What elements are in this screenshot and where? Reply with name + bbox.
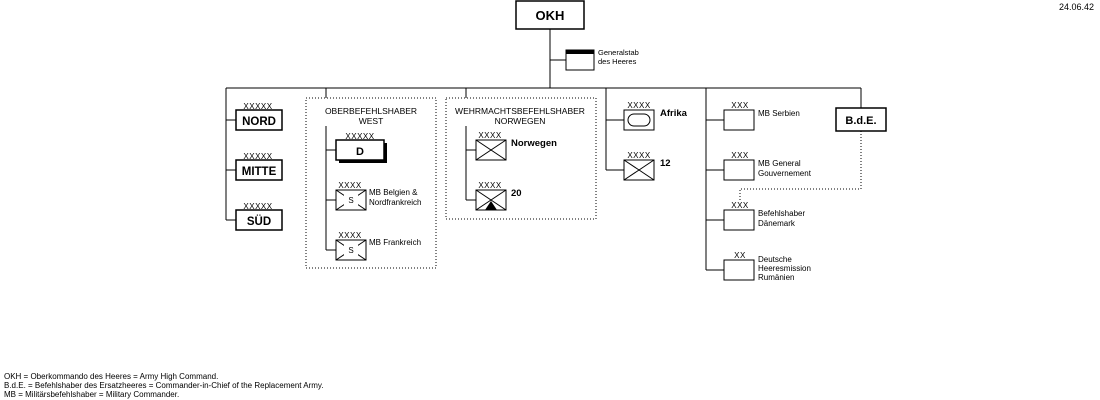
- unit-symbol: S: [348, 246, 353, 255]
- unit-label-line1: MB Serbien: [758, 109, 800, 118]
- army-group-mitte: XXXXX MITTE: [235, 152, 283, 181]
- norway-command-group: WEHRMACHTSBEFEHLSHABER NORWEGEN XXXX Nor…: [445, 97, 597, 220]
- unit-label-line1: Befehlshaber: [758, 209, 805, 218]
- footnote-okh: OKH = Oberkommando des Heeres = Army Hig…: [4, 372, 219, 381]
- norway-title-line1: WEHRMACHTSBEFEHLSHABER: [455, 106, 585, 116]
- mb-serbien-node: XXX MB Serbien: [723, 101, 800, 131]
- army-group-label: NORD: [242, 116, 276, 128]
- army-group-d-marks: XXXXX: [345, 132, 374, 141]
- generalstab-node: Generalstab des Heeres: [565, 48, 639, 71]
- mb-frankreich-node: XXXX S MB Frankreich: [335, 231, 421, 261]
- okh-label: OKH: [536, 8, 565, 23]
- unit-marks: XXXX: [627, 101, 651, 110]
- army-group-d-label: D: [356, 146, 364, 158]
- army-group-marks: XXXXX: [243, 102, 272, 111]
- unit-marks: XXX: [731, 151, 749, 160]
- unit-marks: XXXX: [338, 181, 362, 190]
- date-label: 24.06.42: [1059, 2, 1094, 12]
- mb-generalgouvernement-node: XXX MB General Gouvernement: [723, 151, 812, 181]
- unit-label: Afrika: [660, 108, 688, 119]
- panzer-icon: [627, 113, 651, 127]
- unit-label-line2: Gouvernement: [758, 169, 812, 178]
- unit-marks: XXXX: [338, 231, 362, 240]
- okh-node: OKH: [515, 0, 585, 30]
- unit-label-line2: Heeresmission: [758, 264, 811, 273]
- army-afrika-node: XXXX Afrika: [623, 101, 688, 131]
- footnote-mb: MB = Militärsbefehlshaber = Military Com…: [4, 390, 180, 399]
- unit-marks: XXXX: [478, 131, 502, 140]
- army-group-d: XXXXX D: [335, 132, 387, 163]
- west-title-line2: WEST: [359, 116, 384, 126]
- army-group-marks: XXXXX: [243, 202, 272, 211]
- unit-label: 12: [660, 158, 671, 169]
- unit-label-line1: MB Belgien &: [369, 188, 418, 197]
- generalstab-label-line2: des Heeres: [598, 57, 637, 66]
- army-group-nord: XXXXX NORD: [235, 102, 283, 131]
- west-command-group: OBERBEFEHLSHABER WEST XXXXX D XXXX S MB …: [305, 97, 437, 269]
- army-group-label: MITTE: [242, 166, 277, 178]
- west-title-line1: OBERBEFEHLSHABER: [325, 106, 417, 116]
- bde-node: B.d.E.: [835, 107, 887, 132]
- generalstab-label-line1: Generalstab: [598, 48, 639, 57]
- mb-belgien-node: XXXX S MB Belgien & Nordfrankreich: [335, 181, 421, 211]
- army-12-node: XXXX 12: [623, 151, 671, 181]
- connector-lines: [225, 29, 862, 271]
- unit-label-line2: Nordfrankreich: [369, 198, 421, 207]
- unit-marks: XX: [734, 251, 746, 260]
- unit-marks: XXX: [731, 101, 749, 110]
- footnote-bde: B.d.E. = Befehlshaber des Ersatzheeres =…: [4, 381, 324, 390]
- army-norwegen-node: XXXX Norwegen: [475, 131, 557, 161]
- army-20-node: XXXX 20: [475, 181, 522, 211]
- army-group-label: SÜD: [247, 215, 271, 228]
- unit-label-line3: Rumänien: [758, 273, 794, 282]
- bde-label: B.d.E.: [845, 115, 876, 127]
- unit-label-line1: MB Frankreich: [369, 238, 421, 247]
- mountain-icon: [485, 201, 497, 210]
- norway-title-line2: NORWEGEN: [495, 116, 546, 126]
- unit-label: Norwegen: [511, 138, 557, 149]
- army-group-marks: XXXXX: [243, 152, 272, 161]
- unit-symbol: S: [348, 196, 353, 205]
- army-group-sued: XXXXX SÜD: [235, 202, 283, 231]
- unit-label-line1: MB General: [758, 159, 801, 168]
- unit-marks: XXXX: [627, 151, 651, 160]
- befehlshaber-daenemark-node: XXX Befehlshaber Dänemark: [723, 201, 805, 231]
- unit-label-line2: Dänemark: [758, 219, 796, 228]
- unit-marks: XXXX: [478, 181, 502, 190]
- unit-marks: XXX: [731, 201, 749, 210]
- unit-label: 20: [511, 188, 522, 199]
- heeresmission-rumaenien-node: XX Deutsche Heeresmission Rumänien: [723, 251, 811, 282]
- unit-label-line1: Deutsche: [758, 255, 792, 264]
